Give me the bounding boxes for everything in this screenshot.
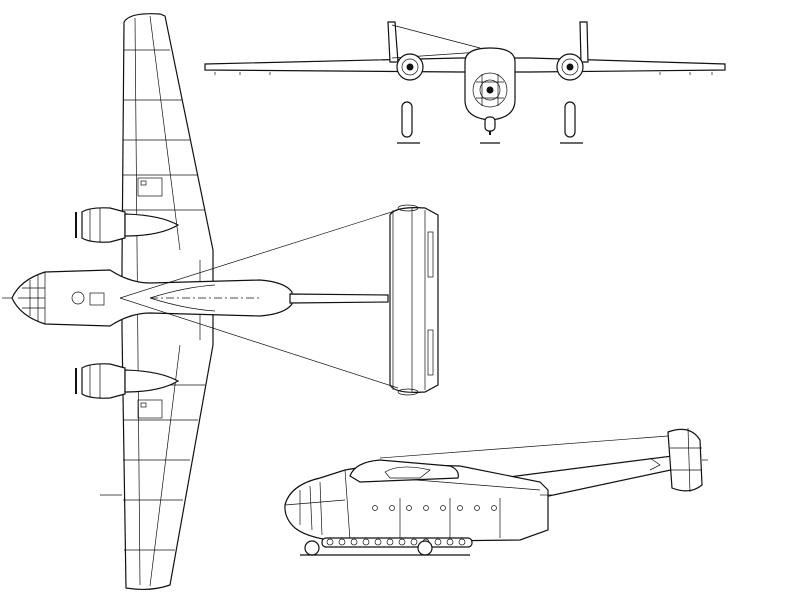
plan-engine-lower [75, 363, 180, 399]
side-view [284, 427, 708, 556]
side-track-gear [300, 537, 473, 556]
plan-engine-upper [75, 207, 180, 243]
front-view [204, 21, 726, 144]
plan-tailplane [389, 207, 439, 393]
plan-tail-boom [289, 293, 389, 304]
side-windows [372, 498, 501, 538]
side-fin [667, 428, 703, 492]
plan-view [2, 13, 439, 591]
